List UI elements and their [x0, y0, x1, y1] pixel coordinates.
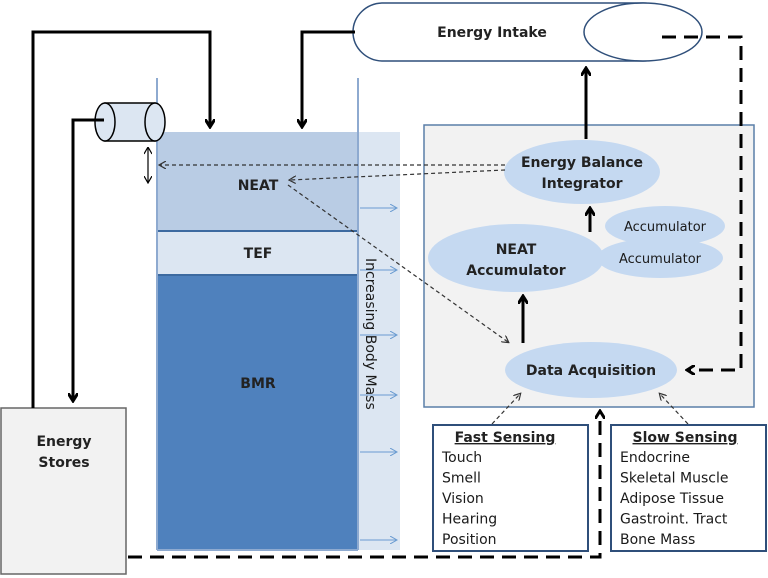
energy-stores-label-line1: Energy: [36, 434, 91, 450]
neat-label: NEAT: [238, 178, 279, 194]
slow-sensing-item: Adipose Tissue: [620, 491, 724, 507]
integrator-to-neat-dashed: [290, 169, 506, 180]
bmr-compartment: [157, 276, 358, 550]
stores-feedback-dashed: [128, 412, 600, 559]
body-mass-band: [358, 132, 400, 550]
slow-sensing-item: Endocrine: [620, 450, 690, 466]
energy-stores-label-line2: Stores: [38, 455, 89, 471]
fast-sensing-item: Smell: [442, 471, 481, 487]
energy-intake-label: Energy Intake: [437, 25, 547, 41]
body-mass-arrows: [360, 208, 396, 540]
energy-intake-cylinder: [352, 2, 703, 62]
accumulator-2-ellipse: [597, 238, 723, 278]
intake-to-tank-line: [302, 30, 355, 126]
bmr-label: BMR: [240, 376, 276, 392]
increasing-body-mass-label: Increasing Body Mass: [362, 258, 378, 410]
tef-label: TEF: [244, 246, 273, 262]
fast-sensing-box: [432, 424, 589, 552]
slow-sensing-item: Gastroint. Tract: [620, 512, 728, 528]
accumulator-1-ellipse: [605, 206, 725, 246]
integrator-ellipse: [504, 140, 660, 204]
stores-to-tank-line: [31, 30, 210, 408]
data-acquisition-label: Data Acquisition: [526, 363, 656, 379]
integrator-label-line1: Energy Balance: [521, 155, 643, 171]
neat-accumulator-label-line2: Accumulator: [466, 263, 566, 279]
neat-accumulator-ellipse: [428, 224, 604, 292]
intake-feedback-dashed: [662, 35, 743, 370]
slow-sensing-box: [610, 424, 767, 552]
slow-sensing-item: Bone Mass: [620, 532, 695, 548]
data-acquisition-ellipse: [505, 342, 677, 398]
neat-to-acquisition-dashed: [287, 184, 508, 342]
accumulator-2-label: Accumulator: [619, 252, 702, 267]
energy-stores-box: [0, 407, 127, 575]
outflow-tap: [94, 102, 166, 142]
neat-compartment: [157, 132, 358, 230]
integrator-label-line2: Integrator: [542, 176, 623, 192]
accumulator-1-label: Accumulator: [624, 220, 707, 235]
tap-to-stores-line: [73, 118, 104, 400]
fast-sensing-title: Fast Sensing: [455, 430, 556, 446]
slow-sensing-title: Slow Sensing: [633, 430, 738, 446]
slow-sensing-item: Skeletal Muscle: [620, 471, 728, 487]
neat-accumulator-label-line1: NEAT: [496, 242, 537, 258]
fast-sensing-item: Vision: [442, 491, 484, 507]
tef-compartment: [157, 232, 358, 274]
fast-sensing-item: Hearing: [442, 512, 497, 528]
fast-sensing-item: Position: [442, 532, 497, 548]
fast-sensing-item: Touch: [441, 450, 482, 466]
